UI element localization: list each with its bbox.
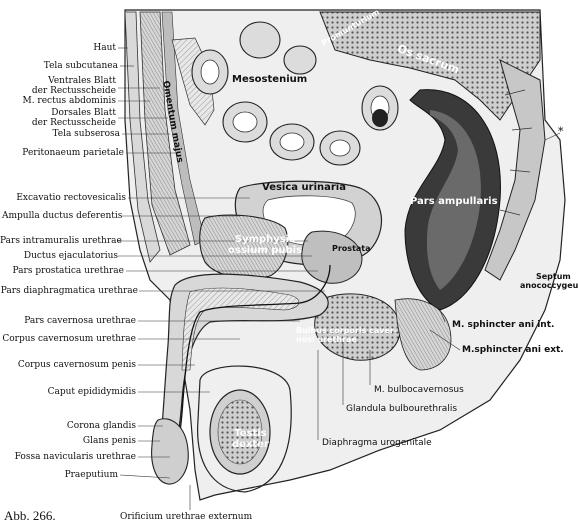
label-ampulla: Ampulla ductus deferentis xyxy=(2,211,123,221)
label-vesica: Vesica urinaria xyxy=(262,182,346,193)
rectus-abdominis xyxy=(139,11,191,256)
label-corona: Corona glandis xyxy=(66,421,136,431)
label-sphincter-int: M. sphincter ani int. xyxy=(452,320,555,330)
label-testis: Testis dexter xyxy=(232,428,269,450)
label-mesostenium: Mesostenium xyxy=(232,74,308,85)
testis-inner xyxy=(217,399,263,465)
prostate xyxy=(301,230,363,284)
label-symphysis: Symphysis ossium pubis xyxy=(228,234,303,256)
label-haut: Haut xyxy=(93,43,116,53)
symphysis xyxy=(199,214,289,279)
label-sphincter-ext: M.sphincter ani ext. xyxy=(462,345,564,355)
glans xyxy=(151,418,189,485)
coccyx-curve xyxy=(484,59,546,281)
label-tela-subserosa: Tela subserosa xyxy=(52,129,120,139)
label-m-rectus: M. rectus abdominis xyxy=(22,96,116,106)
perineal-muscles xyxy=(394,298,452,371)
abdominal-wall-skin xyxy=(124,11,161,263)
star-mark: * xyxy=(558,125,564,138)
label-pars-intramuralis: Pars intramuralis urethrae xyxy=(0,236,122,246)
label-caput-epid: Caput epididymidis xyxy=(47,387,136,397)
label-orificium: Orificium urethrae externum xyxy=(120,512,253,522)
label-ductus-ejac: Ductus ejaculatorius xyxy=(23,251,118,261)
label-fossa: Fossa navicularis urethrae xyxy=(14,452,136,462)
label-corpus-cav-penis: Corpus cavernosum penis xyxy=(17,360,136,370)
label-septum: Septum anococcygeum xyxy=(520,272,578,290)
label-bulbocav: M. bulbocavernosus xyxy=(374,385,464,395)
sacrum xyxy=(319,11,541,121)
label-bulbus: Bulbus corporis caver- nosi urethrae xyxy=(296,326,398,344)
label-dorsales-blatt: Dorsales Blatt der Rectusscheide xyxy=(31,108,116,128)
label-glandula: Glandula bulbourethralis xyxy=(346,404,458,414)
label-pars-prostatica: Pars prostatica urethrae xyxy=(12,266,124,276)
label-glans: Glans penis xyxy=(82,436,136,446)
label-pars-ampullaris: Pars ampullaris xyxy=(410,196,498,207)
label-ventrales-blatt: Ventrales Blatt der Rectusscheide xyxy=(31,76,116,96)
urethra xyxy=(171,264,331,469)
figure-caption: Abb. 266. xyxy=(4,508,56,523)
leader-lines xyxy=(118,47,561,510)
rectum-inner xyxy=(426,110,481,290)
label-prostata: Prostata xyxy=(332,244,371,253)
rectum-lumen-dark xyxy=(372,109,388,127)
label-pars-diaphragmatica: Pars diaphragmatica urethrae xyxy=(0,286,138,296)
scrotum xyxy=(197,365,292,493)
penis-shaft xyxy=(159,273,329,456)
label-diaphragma: Diaphragma urogenitale xyxy=(322,438,432,448)
label-tela-subcutanea: Tela subcutanea xyxy=(43,61,118,71)
label-corpus-cav-urethrae: Corpus cavernosum urethrae xyxy=(2,334,136,344)
label-peritonaeum: Peritonaeum parietale xyxy=(22,148,124,158)
label-excavatio: Excavatio rectovesicalis xyxy=(16,193,126,203)
label-pars-cavernosa: Pars cavernosa urethrae xyxy=(24,316,136,326)
label-praeputium: Praeputium xyxy=(64,470,118,480)
